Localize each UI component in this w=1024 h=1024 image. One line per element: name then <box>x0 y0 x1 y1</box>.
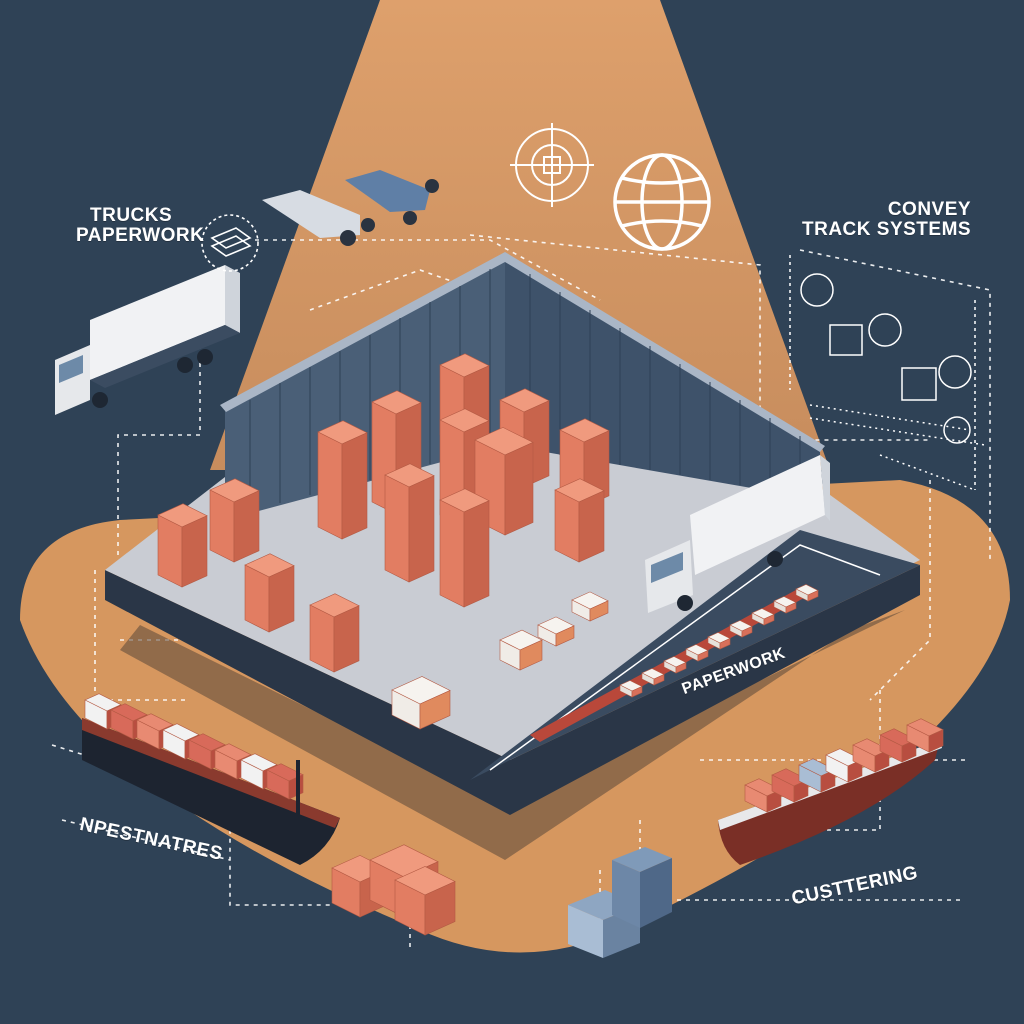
conveyor-parcel <box>641 668 665 686</box>
label-line: CONVEY <box>887 199 972 220</box>
crate-block <box>394 866 456 936</box>
crate-block <box>537 616 575 647</box>
crate-stacks <box>157 353 610 730</box>
crate-block <box>209 478 260 563</box>
label-line: PAPERWORK <box>76 224 205 246</box>
label-line: TRACK SYSTEMS <box>802 218 972 240</box>
target-icon <box>510 123 594 207</box>
label-trucks-paperwork: TRUCKS PAPERWORK <box>76 206 204 246</box>
globe-icon <box>613 153 711 251</box>
conveyor-parcel <box>751 608 775 626</box>
conveyor-parcel <box>795 584 819 602</box>
warehouse-base <box>105 565 920 815</box>
container-ship-icon <box>82 693 340 865</box>
label-convey-track-systems: CONVEY TRACK SYSTEMS <box>802 199 972 240</box>
crate-block <box>825 748 863 783</box>
crate-block <box>439 488 490 608</box>
truck-icon <box>645 455 830 613</box>
crate-block <box>571 591 609 622</box>
conveyor-parcel <box>663 656 687 674</box>
crate-block <box>879 728 917 763</box>
document-stack-icon <box>201 214 259 272</box>
container-ship-icon <box>718 718 944 865</box>
truck-icon <box>55 265 240 415</box>
lane-marking <box>489 544 881 771</box>
crate-block <box>244 553 295 633</box>
crate-block <box>906 718 944 753</box>
crate-block <box>309 593 360 673</box>
crate-block <box>317 420 368 540</box>
conveyor-parcel <box>707 632 731 650</box>
conveyor-parcel <box>729 620 753 638</box>
crate-block <box>384 463 435 583</box>
label-line: TRUCKS <box>90 205 173 226</box>
crate-block <box>554 478 605 563</box>
server-blocks <box>568 847 672 958</box>
drone-icon <box>262 170 439 246</box>
monitor-icon <box>789 255 986 491</box>
pallet-crates-icon <box>331 844 456 936</box>
conveyor-parcel <box>773 596 797 614</box>
conveyor-parcel <box>685 644 709 662</box>
conveyor-belt <box>530 584 819 742</box>
crate-block <box>157 503 208 588</box>
left-wall <box>225 258 505 520</box>
crate-block <box>266 763 304 800</box>
conveyor-parcel <box>619 680 643 698</box>
crate-block <box>499 629 543 671</box>
crate-block <box>391 676 451 730</box>
